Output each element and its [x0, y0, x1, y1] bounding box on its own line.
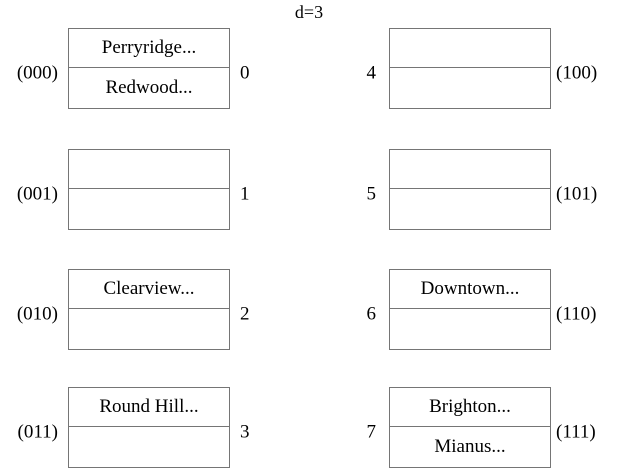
bucket-number: 5 — [366, 183, 377, 205]
hash-prefix-label: (000) — [16, 62, 58, 84]
bucket-box — [389, 149, 551, 230]
bucket-cell: Perryridge... — [69, 29, 229, 68]
bucket-cell — [69, 189, 229, 228]
bucket-row: (000) Perryridge... Redwood... 0 4 (100) — [0, 28, 618, 109]
bucket-cell — [390, 29, 550, 68]
bucket-cell — [69, 309, 229, 348]
hash-prefix-label: (001) — [16, 183, 58, 205]
hash-prefix-label: (111) — [556, 421, 596, 443]
bucket-cell — [69, 150, 229, 189]
bucket-row: (010) Clearview... 2 6 Downtown... (110) — [0, 269, 618, 350]
bucket-box — [68, 149, 230, 230]
bucket-cell — [390, 68, 550, 107]
bucket-cell: Brighton... — [390, 388, 550, 427]
bucket-cell: Mianus... — [434, 435, 506, 457]
bucket-cell: Downtown... — [390, 270, 550, 309]
bucket-box: Downtown... — [389, 269, 551, 350]
bucket-box — [389, 28, 551, 109]
hash-prefix-label: (100) — [556, 62, 598, 84]
bucket-cell — [390, 189, 550, 228]
bucket-number: 3 — [240, 421, 250, 443]
bucket-cell: Redwood... — [105, 76, 193, 98]
bucket-cell: Clearview... — [69, 270, 229, 309]
bucket-box: Clearview... — [68, 269, 230, 350]
bucket-number: 2 — [240, 303, 250, 325]
diagram-title: d=3 — [294, 2, 324, 22]
bucket-cell: Round Hill... — [69, 388, 229, 427]
hash-prefix-label: (011) — [17, 421, 58, 443]
bucket-number: 7 — [366, 421, 377, 443]
bucket-cell — [69, 427, 229, 466]
bucket-row: (001) 1 5 (101) — [0, 149, 618, 230]
bucket-row: (011) Round Hill... 3 7 Brighton... Mian… — [0, 387, 618, 468]
bucket-box: Brighton... Mianus... — [389, 387, 551, 468]
bucket-number: 4 — [366, 62, 377, 84]
bucket-number: 0 — [240, 62, 250, 84]
bucket-number: 6 — [366, 303, 377, 325]
hash-prefix-label: (101) — [556, 183, 598, 205]
bucket-number: 1 — [240, 183, 250, 205]
bucket-cell — [390, 150, 550, 189]
bucket-cell — [390, 309, 550, 348]
hash-prefix-label: (010) — [16, 303, 58, 325]
bucket-box: Perryridge... Redwood... — [68, 28, 230, 109]
bucket-box: Round Hill... — [68, 387, 230, 468]
hash-prefix-label: (110) — [556, 303, 597, 325]
